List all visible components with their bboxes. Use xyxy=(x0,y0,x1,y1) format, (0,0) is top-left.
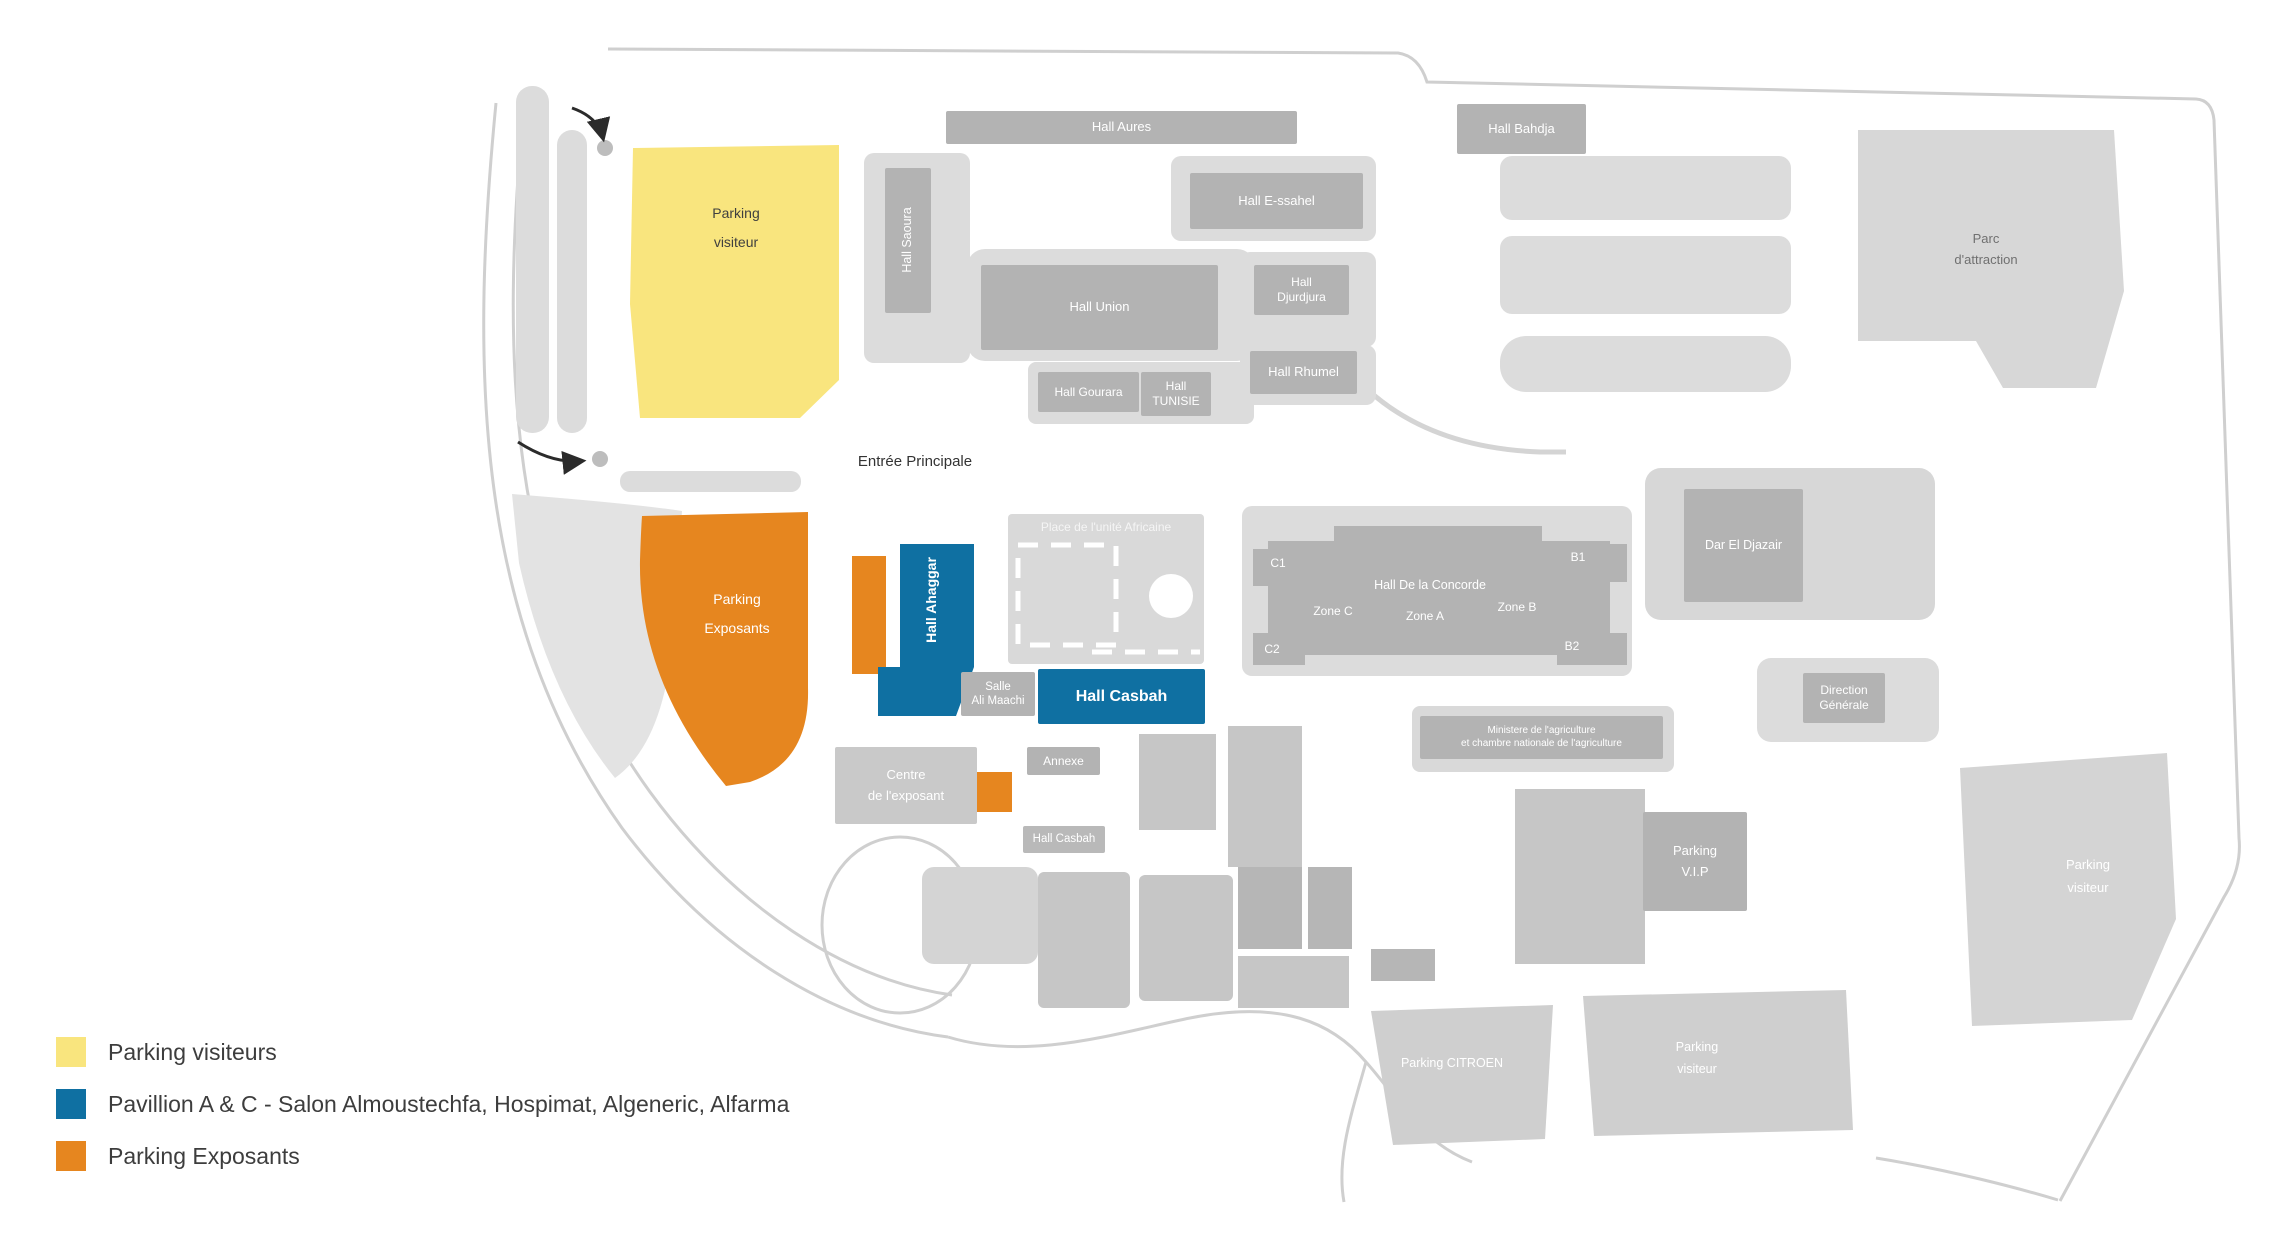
parking-exposants-strip xyxy=(852,556,886,674)
parking-visiteur-sud-area xyxy=(1583,990,1853,1136)
legend-item-pavillion-a-c: Pavillion A & C - Salon Almoustechfa, Ho… xyxy=(56,1089,789,1119)
road xyxy=(1366,388,1566,455)
building xyxy=(1228,726,1302,867)
hall-saoura-building xyxy=(885,168,931,313)
legend-item-parking-visiteurs: Parking visiteurs xyxy=(56,1037,789,1067)
area-panel xyxy=(1500,156,1791,220)
legend-label: Parking visiteurs xyxy=(108,1038,277,1065)
entree-principale-label: Entrée Principale xyxy=(857,452,973,470)
entrance-lane xyxy=(516,86,549,433)
building xyxy=(1139,734,1216,830)
parking-exposants-area xyxy=(639,512,809,786)
roundabout-dot xyxy=(592,451,608,467)
entry-arrow-icon xyxy=(517,440,587,475)
legend: Parking visiteurs Pavillion A & C - Salo… xyxy=(56,1037,789,1171)
yellow-swatch-icon xyxy=(56,1037,86,1067)
building xyxy=(1038,872,1130,1008)
centre-exposant-label: Centre xyxy=(886,766,926,782)
building xyxy=(1139,875,1233,1001)
direction-generale-label: Direction xyxy=(1820,683,1868,697)
hall-e-ssahel: Hall E-ssahel xyxy=(1190,173,1363,229)
building xyxy=(1371,949,1435,981)
roundabout-dot xyxy=(597,140,613,156)
salle-ali-maachi-label: Salle xyxy=(985,680,1011,693)
annexe: Annexe xyxy=(1027,747,1100,775)
parc-attraction-area xyxy=(1858,130,2124,388)
legend-label: Pavillion A & C - Salon Almoustechfa, Ho… xyxy=(108,1090,790,1117)
hall-rhumel: Hall Rhumel xyxy=(1250,351,1357,394)
corner-b2-label: B2 xyxy=(1564,638,1580,653)
area-panel xyxy=(1500,336,1791,392)
hall-concorde-building xyxy=(1253,526,1627,665)
area-panel xyxy=(1500,236,1791,314)
hall-union: Hall Union xyxy=(981,265,1218,350)
hall-aures: Hall Aures xyxy=(946,111,1297,144)
corner-b1-label: B1 xyxy=(1570,549,1586,564)
blue-swatch-icon xyxy=(56,1089,86,1119)
building xyxy=(1308,867,1352,949)
hall-casbah-annex: Hall Casbah xyxy=(1023,826,1105,853)
entrance-lane xyxy=(620,471,801,492)
parking-vip-label: Parking xyxy=(1672,842,1718,858)
place-unite-africaine-label: Place de l'unité Africaine xyxy=(1040,519,1172,534)
parking-citroen-area xyxy=(1371,1005,1553,1145)
corner-c2-label: C2 xyxy=(1264,641,1280,656)
legend-item-parking-exposants: Parking Exposants xyxy=(56,1141,789,1171)
circle-marking xyxy=(1149,574,1193,618)
building xyxy=(1515,789,1645,964)
zone-a-label: Zone A xyxy=(1405,608,1445,623)
site-boundary xyxy=(607,47,2241,1202)
parking-visiteur-est-area xyxy=(1960,753,2176,1026)
parking-visiteur-nord-area xyxy=(630,145,839,418)
hall-concorde-label: Hall De la Concorde xyxy=(1374,578,1486,593)
hall-djurdjura-label: Hall xyxy=(1291,275,1312,289)
entrance-lane xyxy=(557,130,587,433)
hall-casbah: Hall Casbah xyxy=(1038,669,1205,724)
dashed-marking xyxy=(1015,542,1119,648)
building xyxy=(1238,867,1302,949)
highway-road xyxy=(482,102,949,1039)
road xyxy=(1875,1156,2059,1202)
building xyxy=(922,867,1038,964)
dar-el-djazair: Dar El Djazair xyxy=(1684,489,1803,602)
hall-ahaggar-building xyxy=(878,544,974,716)
legend-label: Parking Exposants xyxy=(108,1142,300,1169)
hall-bahdja: Hall Bahdja xyxy=(1457,104,1586,154)
hall-saoura-label: Hall Saoura xyxy=(900,207,915,273)
hall-tunisie-label: Hall xyxy=(1165,379,1187,393)
parking-citroen-label: Parking CITROEN xyxy=(1400,1056,1504,1071)
zone-c-label: Zone C xyxy=(1313,603,1353,618)
hall-ahaggar-label: Hall Ahaggar xyxy=(923,557,940,643)
corner-c1-label: C1 xyxy=(1270,555,1286,570)
building xyxy=(1238,956,1349,1008)
orange-swatch-icon xyxy=(56,1141,86,1171)
place-unite-africaine-area xyxy=(1008,514,1204,664)
road xyxy=(1340,1061,1368,1203)
hall-gourara: Hall Gourara xyxy=(1038,372,1139,412)
verge-area xyxy=(512,494,682,778)
ministere-label: Ministere de l'agriculture xyxy=(1487,725,1596,736)
entry-arrow-icon xyxy=(571,106,611,143)
zone-b-label: Zone B xyxy=(1497,599,1537,614)
